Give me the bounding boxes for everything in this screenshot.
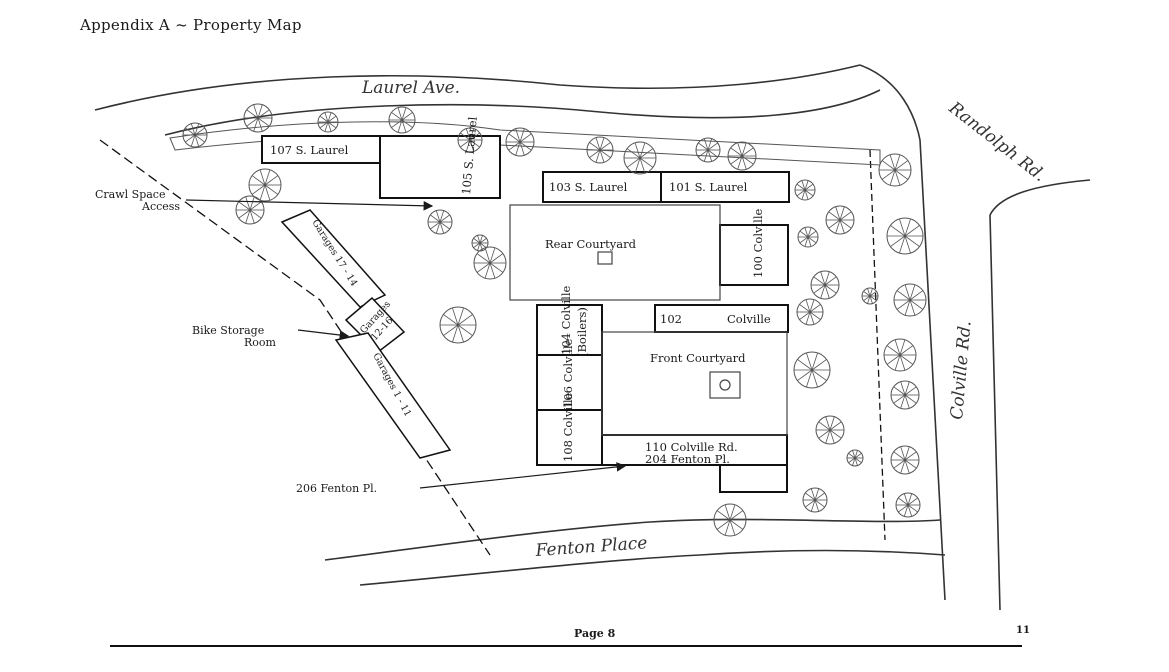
page-number: Page 8 — [574, 627, 616, 640]
inner-boundary — [869, 149, 886, 541]
laurel-ave-label: Laurel Ave. — [361, 78, 460, 98]
building-106-colville — [536, 354, 603, 411]
colville-rd-label: Colville Rd. — [947, 320, 976, 421]
street-curbs — [94, 64, 1091, 611]
tree-23 — [890, 445, 920, 475]
label-bike-room: Room — [244, 336, 277, 349]
tree-18 — [796, 298, 824, 326]
fountain-center — [719, 379, 731, 391]
arrow-crawl-space — [185, 199, 434, 211]
fenton-curb-south — [359, 549, 946, 586]
property-boundary — [99, 139, 491, 556]
building-108-colville — [536, 409, 603, 466]
rear-courtyard-fixture — [597, 251, 613, 265]
page-title: Appendix A ~ Property Map — [80, 16, 302, 34]
tree-3 — [388, 106, 416, 134]
fenton-place-label: Fenton Place — [534, 533, 648, 561]
tree-31 — [235, 195, 265, 225]
colville-curb-east — [989, 214, 1001, 611]
label-206-fenton: 206 Fenton Pl. — [296, 482, 377, 495]
tree-30 — [248, 168, 282, 202]
front-courtyard-outline — [601, 331, 788, 436]
label-108-colville: 108 Colville — [561, 392, 575, 462]
building-102-colville — [654, 304, 789, 333]
label-crawl-access: Access — [141, 200, 180, 213]
tree-8 — [695, 137, 721, 163]
tree-17 — [861, 287, 879, 305]
courtyards — [509, 204, 788, 436]
tree-21 — [890, 380, 920, 410]
arrow-206-fenton — [419, 462, 627, 489]
annotation-arrows — [185, 199, 627, 489]
tree-26 — [846, 449, 864, 467]
tree-32 — [427, 209, 453, 235]
building-105-laurel — [379, 135, 501, 199]
label-105-laurel: 105 S. Laurel — [459, 116, 480, 196]
tree-13 — [886, 217, 924, 255]
garages — [280, 209, 452, 459]
building-101-laurel — [660, 171, 790, 203]
tree-16 — [810, 270, 840, 300]
label-crawl-space: Crawl Space — [95, 188, 165, 201]
label-204-fenton: 204 Fenton Pl. — [645, 452, 730, 466]
label-102: 102 — [660, 312, 682, 326]
corner-number: 11 — [1016, 625, 1030, 636]
label-bike-storage: Bike Storage — [192, 324, 264, 337]
arrow-bike-storage — [297, 329, 350, 340]
tree-0 — [182, 122, 208, 148]
tree-1 — [243, 103, 273, 133]
garages-1-11-outline — [334, 332, 452, 459]
trees — [182, 103, 927, 537]
tree-12 — [878, 153, 912, 187]
randolph-curb-east — [989, 179, 1091, 216]
tree-20 — [793, 351, 831, 389]
laurel-ave-curb-north — [94, 64, 861, 111]
footer-rule — [110, 645, 1022, 647]
label-101-laurel: 101 S. Laurel — [669, 180, 748, 194]
label-front-courtyard: Front Courtyard — [650, 351, 746, 365]
label-rear-courtyard: Rear Courtyard — [545, 237, 637, 251]
tree-24 — [802, 487, 828, 513]
tree-29 — [439, 306, 477, 344]
tree-6 — [586, 136, 614, 164]
tree-10 — [794, 179, 816, 201]
rear-courtyard-outline — [509, 204, 721, 301]
front-courtyard-fountain — [709, 371, 741, 399]
tree-27 — [713, 503, 747, 537]
fenton-curb-north — [324, 518, 941, 561]
tree-2 — [317, 111, 339, 133]
label-104-colville: 104 Colville — [559, 285, 573, 355]
tree-28 — [473, 246, 507, 280]
label-100-colville: 100 Colville — [751, 208, 765, 278]
tree-15 — [893, 283, 927, 317]
randolph-rd-label: Randolph Rd. — [944, 98, 1049, 187]
label-104-boilers: (Boilers) — [575, 307, 589, 357]
tree-14 — [797, 226, 819, 248]
label-110-colville: 110 Colville Rd. — [645, 440, 738, 454]
label-106-colville: 106 Colville — [561, 338, 575, 408]
tree-25 — [895, 492, 921, 518]
tree-5 — [505, 127, 535, 157]
building-104-colville — [536, 304, 603, 356]
garages-17-14-outline — [280, 209, 387, 308]
building-110-colville — [601, 434, 788, 466]
colville-curb-west — [919, 139, 946, 601]
tree-7 — [623, 141, 657, 175]
tree-22 — [815, 415, 845, 445]
randolph-curb-west — [859, 64, 921, 141]
tree-9 — [727, 141, 757, 171]
tree-33 — [471, 234, 489, 252]
label-107-laurel: 107 S. Laurel — [270, 143, 349, 157]
laurel-ave-curb-south — [164, 89, 881, 136]
label-colville: Colville — [727, 312, 771, 326]
tree-4 — [457, 127, 483, 153]
tree-11 — [825, 205, 855, 235]
label-103-laurel: 103 S. Laurel — [549, 180, 628, 194]
building-204-fenton — [719, 464, 788, 493]
tree-19 — [883, 338, 917, 372]
